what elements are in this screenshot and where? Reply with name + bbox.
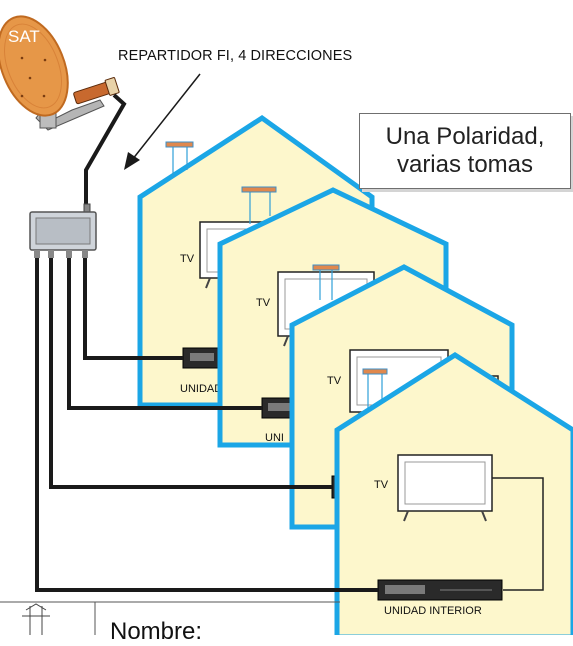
splitter-label: REPARTIDOR FI, 4 DIRECCIONES [118, 48, 353, 64]
house-1-antenna [165, 141, 194, 178]
dish-reflector [0, 15, 69, 117]
house-4-tv-cable [492, 477, 544, 591]
splitter-pointer-arrow [124, 73, 201, 170]
house-1-antenna-2 [241, 186, 277, 224]
cable-to-house-1 [83, 258, 183, 360]
callout-line-2: varias tomas [396, 151, 534, 178]
splitter [29, 203, 97, 258]
lnb [73, 77, 120, 105]
cable-to-house-3 [49, 258, 332, 489]
footer-frame [0, 601, 340, 635]
house-4-receiver-label: UNIDAD INTERIOR [384, 605, 482, 617]
house-3-tv-label: TV [327, 375, 342, 387]
cable-to-house-4 [35, 258, 378, 592]
house-4-tv [397, 454, 493, 522]
callout-box: Una Polaridad, varias tomas [359, 113, 571, 189]
house-1-tv-label: TV [180, 253, 195, 265]
house-4-tv-label: TV [374, 479, 389, 491]
house-4: TV UNIDAD INTERIOR [334, 352, 573, 635]
callout-line-1: Una Polaridad, [385, 123, 545, 150]
footer-logo [22, 603, 50, 635]
name-field-label: Nombre: [110, 618, 203, 645]
lnb-cable [84, 93, 127, 210]
house-4-receiver [377, 579, 503, 601]
house-1-receiver-label: UNIDAD [180, 383, 222, 395]
dish-label: SAT [8, 27, 40, 46]
cable-to-house-2 [67, 258, 262, 410]
satellite-dish: SAT [0, 15, 120, 131]
house-2-antenna [312, 264, 340, 300]
house-2-tv-label: TV [256, 297, 271, 309]
house-2-receiver-label: UNI [265, 432, 284, 444]
